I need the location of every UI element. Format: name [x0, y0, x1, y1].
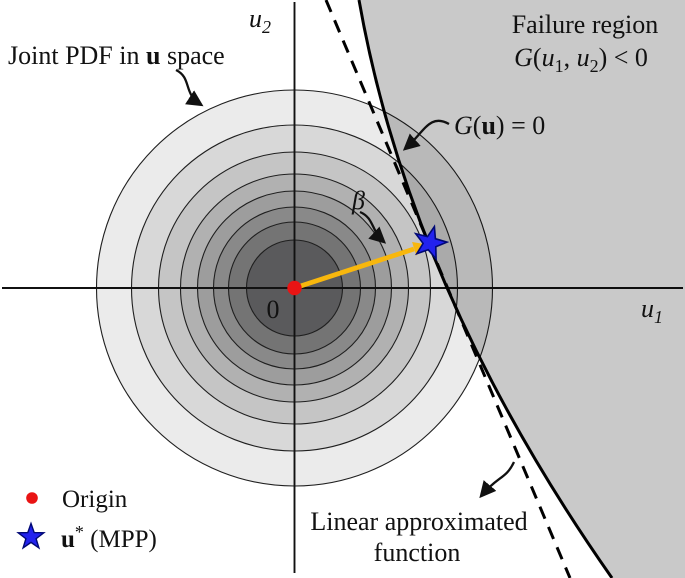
- u1-axis-label: u1: [641, 294, 663, 327]
- limit-state-label: G(u) = 0: [454, 111, 545, 140]
- failure-region-label-line2: G(u1, u2) < 0: [514, 43, 648, 76]
- linear-approx-label-line2: function: [374, 538, 461, 567]
- failure-region-label-line1: Failure region: [512, 10, 659, 39]
- origin-point: [287, 280, 302, 296]
- limit-state-pointer-arrow-icon: [402, 119, 450, 151]
- beta-pointer-arrow-icon: [359, 210, 387, 244]
- linear-approx-label-line1: Linear approximated: [310, 507, 527, 536]
- beta-label: β: [351, 186, 365, 215]
- origin-zero-label: 0: [267, 295, 280, 324]
- u2-axis-label: u2: [249, 4, 271, 37]
- beta-vector-shaft: [293, 246, 415, 291]
- mpp-star-icon: [413, 224, 450, 262]
- legend: Origin u* (MPP): [16, 486, 157, 553]
- failure-region-shading: [359, 0, 685, 578]
- linear-approx-pointer-arrow-icon: [479, 461, 516, 499]
- linear-approximation-line: [324, 0, 572, 578]
- legend-origin-dot-icon: [26, 492, 38, 504]
- joint-pdf-pointer-arrow-icon: [175, 68, 204, 107]
- legend-mpp-label: u* (MPP): [61, 522, 157, 553]
- joint-pdf-label: Joint PDF in u space: [8, 41, 225, 70]
- legend-mpp-star-icon: [16, 521, 46, 550]
- legend-origin-label: Origin: [62, 486, 128, 513]
